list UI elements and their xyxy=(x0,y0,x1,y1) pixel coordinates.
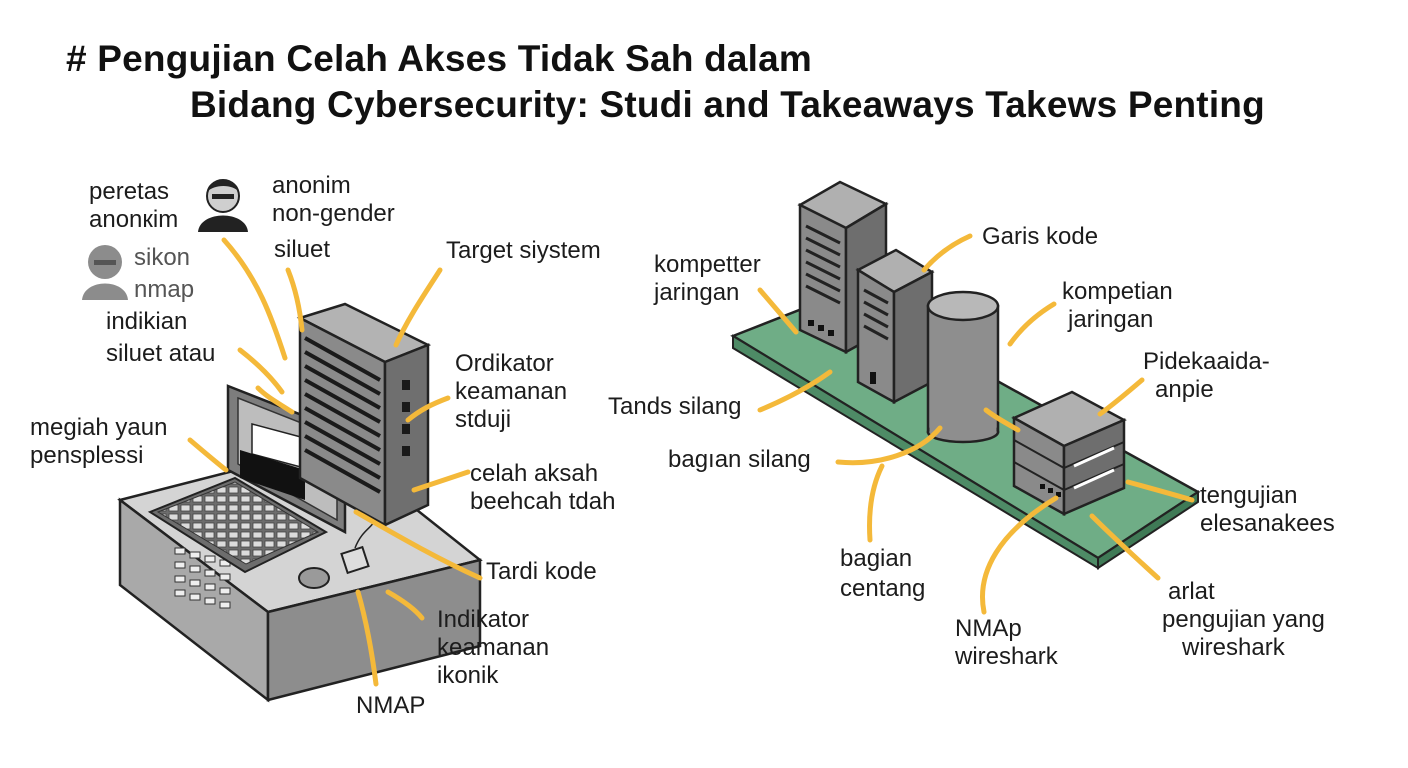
hacker-avatar-icon xyxy=(198,179,248,232)
label-nmap: NMAP xyxy=(356,692,426,719)
label-target-system: Target siystem xyxy=(446,237,601,264)
keyboard xyxy=(147,476,329,574)
network-switch-stack xyxy=(1011,390,1127,517)
right-leader-lines xyxy=(757,233,1195,615)
label-tardi-kode: Tardi kode xyxy=(486,558,597,585)
label-tands-silang: Tands silang xyxy=(608,393,742,420)
label-pidekaida: Pidekaaida-anpie xyxy=(1143,348,1270,403)
database-cylinder xyxy=(926,290,1000,444)
label-siluet: siluet xyxy=(274,236,331,263)
label-garis-kode: Garis kode xyxy=(982,223,1099,250)
label-bagian-silang: bagıan silang xyxy=(668,446,811,473)
diagram-title-line-1: # Pengujian Celah Akses Tidak Sah dalam xyxy=(66,38,813,79)
server-rack-medium xyxy=(855,248,935,405)
left-leader-lines xyxy=(187,237,483,687)
silhouette-avatar-icon xyxy=(82,245,128,300)
diagram-title-line-2: Bidang Cybersecurity: Studi and Takeaway… xyxy=(190,84,1265,125)
